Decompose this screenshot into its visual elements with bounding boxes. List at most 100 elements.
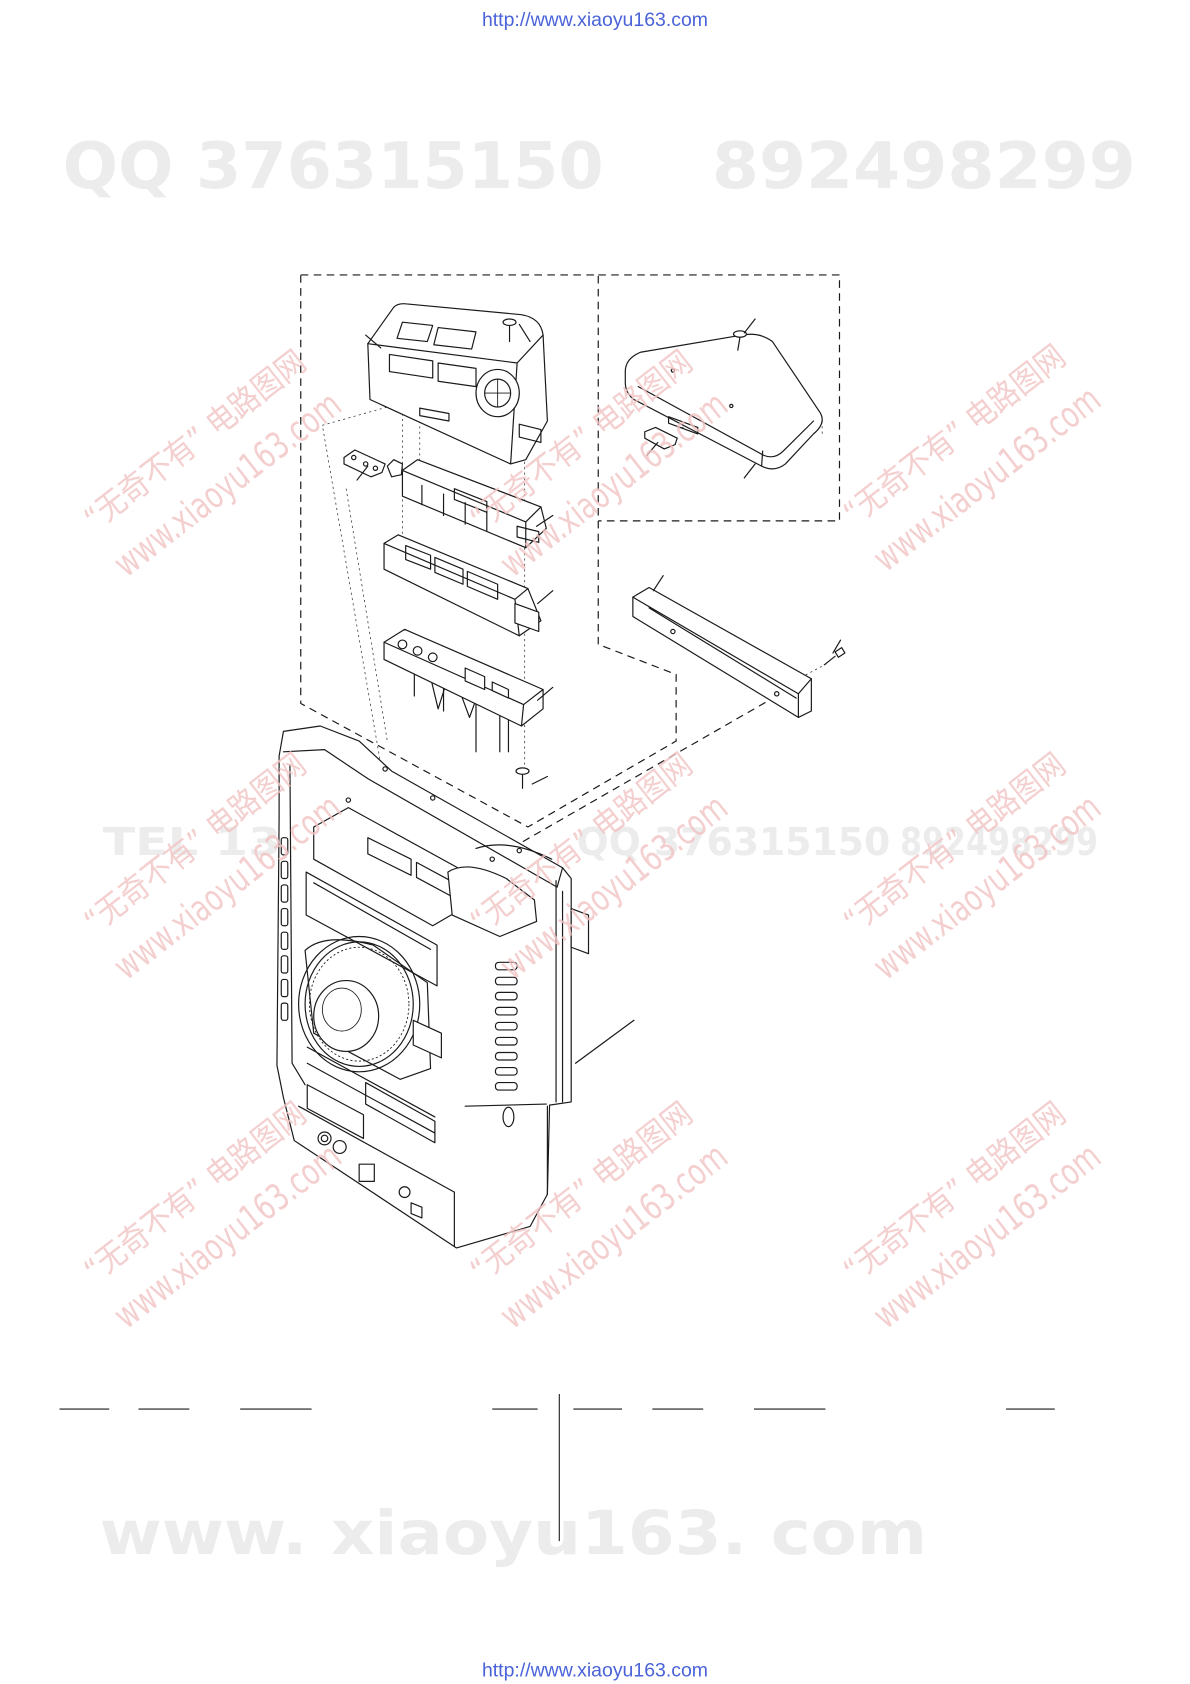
input-jack-inner <box>320 1134 329 1143</box>
projection-line <box>321 402 403 765</box>
screw-hole <box>516 847 523 854</box>
button-assembly-end-knob <box>514 602 540 633</box>
vent-slot <box>494 961 518 971</box>
watermark-qq-top: QQ 376315150 <box>63 129 604 204</box>
right-vent-slots <box>494 961 518 1091</box>
circuit-board-leads <box>413 656 510 753</box>
grey-watermarks: QQ 376315150 892498299 TEL 13 QQ 3763151… <box>63 129 1136 1569</box>
vent-slot <box>494 991 518 1001</box>
jog-dial-knob <box>313 979 380 1053</box>
round-button <box>502 1106 515 1128</box>
button-holder-outline <box>401 459 547 549</box>
dashed-group-left <box>300 274 677 828</box>
button-holder-legs <box>421 484 488 532</box>
leader-line <box>652 575 664 592</box>
screw-shaft <box>737 336 741 351</box>
main-front-panel <box>276 725 590 1249</box>
button-holder-end-block <box>516 525 540 543</box>
side-tab <box>570 907 590 955</box>
watermark-qq-mid: QQ 376315150 <box>577 820 891 865</box>
exploded-view-grouping <box>300 274 841 860</box>
small-bracket-hole <box>362 461 369 467</box>
screw-head <box>834 647 846 658</box>
circuit-board-component <box>427 652 438 663</box>
projection-line <box>345 488 388 742</box>
jog-dial-ring <box>304 941 414 1068</box>
top-panel-opening <box>396 321 477 350</box>
mounting-bracket <box>632 586 812 719</box>
diagonal-watermark: “无奇不有” 电路图网 www.xiaoyu163.com <box>836 746 1109 989</box>
top-panel-assembly <box>367 303 548 465</box>
top-panel-knob-spokes <box>484 379 511 408</box>
button-holder-window <box>453 488 488 513</box>
button-holder <box>401 459 547 549</box>
diagonal-watermark: “无奇不有” 电路图网 www.xiaoyu163.com <box>836 337 1109 580</box>
top-cover-hole <box>729 403 734 409</box>
circuit-board-component <box>397 639 408 650</box>
screw-hole <box>345 797 352 803</box>
screw-bottom <box>515 767 530 789</box>
leader-line <box>531 775 548 785</box>
vent-slot <box>280 907 289 927</box>
leader-line <box>743 318 756 334</box>
leader-line <box>832 639 842 654</box>
display-window <box>305 871 438 987</box>
circuit-board <box>383 628 544 753</box>
top-cover-hole <box>670 368 676 373</box>
circuit-board-chip <box>491 681 510 699</box>
button-assembly <box>383 534 542 637</box>
jog-dial-frame <box>304 939 432 1080</box>
button-holder-edge <box>401 469 542 549</box>
vent-slot <box>280 978 289 998</box>
left-vent-slots <box>280 837 289 1021</box>
top-panel-window <box>388 353 477 388</box>
small-bracket-hole <box>350 454 357 461</box>
leader-line <box>743 463 756 479</box>
screw-shaft <box>823 655 836 666</box>
front-panel-left-edge <box>289 764 306 1086</box>
projection-line <box>802 663 827 677</box>
front-panel-lower-edge <box>297 1103 547 1247</box>
vent-slot <box>280 931 289 950</box>
circuit-board-connector <box>464 667 486 691</box>
jog-dial-knob-top <box>321 987 362 1032</box>
headphone-jack <box>398 1186 411 1199</box>
display-window-inner <box>313 882 432 950</box>
screw-hole <box>429 795 436 801</box>
front-panel-upper-curve <box>475 844 553 860</box>
circuit-board-component <box>412 645 423 656</box>
vent-slot <box>494 1066 518 1076</box>
top-panel-label-slot <box>419 407 450 422</box>
top-cover-outline <box>624 333 823 470</box>
top-panel-tab <box>518 423 542 444</box>
diagonal-watermark: “无奇不有” 电路图网 www.xiaoyu163.com <box>77 343 350 586</box>
mounting-bracket-hole <box>773 691 780 697</box>
screw-head <box>515 767 530 775</box>
vent-slot <box>280 1002 289 1021</box>
vent-slot <box>494 1081 518 1091</box>
watermark-number-top: 892498299 <box>712 129 1136 204</box>
input-jack <box>332 1139 347 1155</box>
vent-slot <box>494 1036 518 1046</box>
button-key <box>466 570 499 600</box>
screw-hole <box>382 766 388 772</box>
callout-leaders <box>356 318 842 1064</box>
dashed-group-right <box>598 274 841 522</box>
right-side-plate <box>546 880 564 1195</box>
leader-line <box>537 686 554 701</box>
jog-dial-knurl <box>308 946 410 1062</box>
tape-slot <box>306 1046 436 1134</box>
dashed-assembly-line <box>491 695 778 860</box>
parts-list-table <box>59 1394 1055 1542</box>
button-key <box>405 544 432 570</box>
top-cover-assembly <box>624 333 823 470</box>
vent-slot <box>280 860 289 880</box>
top-cover-front-edge <box>637 386 815 467</box>
cassette-door <box>306 1081 436 1144</box>
mounting-bracket-edge <box>632 596 812 719</box>
leader-line <box>365 334 382 349</box>
vent-slot <box>494 1021 518 1031</box>
footer-url: http://www.xiaoyu163.com <box>482 1660 708 1682</box>
front-panel-top-rim <box>282 749 564 888</box>
jog-dial-outer-ring <box>297 935 421 1073</box>
